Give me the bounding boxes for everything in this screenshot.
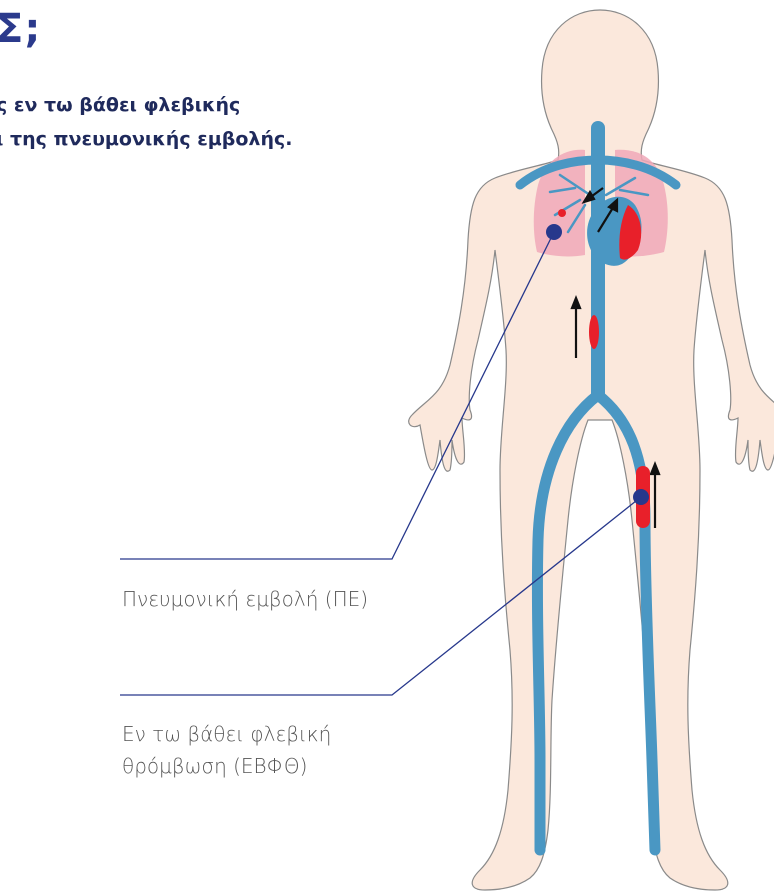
dvt-label: Εν τω βάθει φλεβική θρόμβωση (ΕΒΦΘ) (122, 718, 331, 782)
vena-cava-clot (589, 315, 599, 349)
small-lung-clot (558, 209, 566, 217)
dvt-label-line-1: Εν τω βάθει φλεβική (122, 718, 331, 750)
pe-label: Πνευμονική εμβολή (ΠΕ) (122, 583, 368, 615)
dvt-label-line-2: θρόμβωση (ΕΒΦΘ) (122, 750, 331, 782)
